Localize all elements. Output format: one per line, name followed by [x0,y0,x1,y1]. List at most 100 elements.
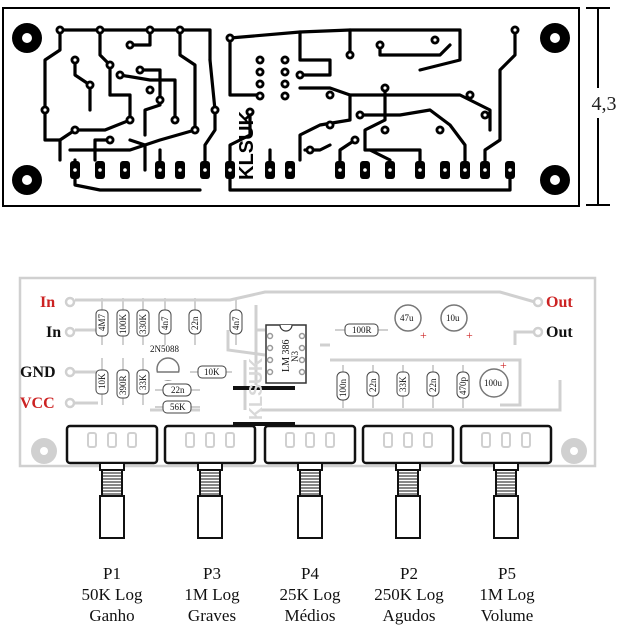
capacitor-100n: 100n [336,365,350,408]
capacitor-22n-d: 22n [426,365,440,408]
resistor-390r: 390R [116,358,130,405]
svg-text:4n7: 4n7 [160,316,170,330]
pot-value: 1M Log [479,585,535,604]
label-in-red: In [40,294,55,311]
capacitor-470p: 470p [456,365,470,408]
dimension-marker [586,7,610,206]
potentiometer-group [65,424,553,539]
pad-in-black [64,326,76,338]
pot-id: P1 [103,564,121,583]
resistor-100k: 100K [116,298,130,345]
pot-id: P5 [498,564,516,583]
label-out-black: Out [546,324,573,341]
pot-value: 50K Log [81,585,143,604]
pad-out-black [532,326,544,338]
pad-gnd [64,366,76,378]
board-logo-faint: KLSUK [246,358,266,420]
svg-text:22n: 22n [171,385,185,395]
pot-label-p2: P2 250K Log Agudos [354,563,464,626]
pot-function: Volume [480,606,534,625]
svg-text:100K: 100K [118,314,128,335]
pot-id: P4 [301,564,319,583]
pot-value: 25K Log [279,585,341,604]
capacitor-22n-b: 22n [155,383,200,397]
pcb-component-layout: KLSUK In In GND VCC Out Out 4M7 100K 330… [18,276,597,539]
potentiometer-p3 [163,424,257,539]
pot-function: Graves [187,606,237,625]
svg-text:4n7: 4n7 [231,316,241,330]
pot-label-p1: P1 50K Log Ganho [57,563,167,626]
svg-text:330K: 330K [138,314,148,335]
svg-text:22n: 22n [368,378,378,392]
svg-text:10K: 10K [204,367,220,377]
board-logo: KLSUK [236,111,258,180]
mounting-hole [561,438,587,464]
resistor-33k-b: 33K [396,365,410,408]
resistor-33k-a: 33K [136,358,150,405]
pot-label-p3: P3 1M Log Graves [157,563,267,626]
svg-text:2N5088: 2N5088 [150,344,179,354]
resistor-100r: 100R [335,323,388,337]
pot-id: P3 [203,564,221,583]
pot-function: Agudos [382,606,436,625]
ic-lm386: LM 386 N3 [265,324,307,384]
mounting-hole [540,23,570,53]
pot-value: 250K Log [374,585,444,604]
potentiometer-p4 [263,424,357,539]
pot-label-p4: P4 25K Log Médios [255,563,365,626]
capacitor-22n-c: 22n [366,365,380,408]
svg-text:33K: 33K [398,376,408,392]
svg-text:33K: 33K [138,374,148,390]
label-in-black: In [46,324,61,341]
svg-text:+: + [500,358,507,372]
capacitor-47u: 47u + [394,304,427,342]
resistor-10k-b: 10K [190,365,232,379]
pot-function: Médios [284,606,336,625]
pad-out-red [532,296,544,308]
svg-text:10K: 10K [97,373,107,389]
pot-value: 1M Log [184,585,240,604]
svg-text:N3: N3 [290,351,300,362]
svg-text:+: + [466,328,473,342]
svg-text:56K: 56K [170,402,186,412]
svg-text:22n: 22n [190,316,200,330]
label-gnd: GND [20,364,56,381]
pot-function: Ganho [89,606,135,625]
capacitor-10u: 10u + [440,304,473,342]
pad-in-red [64,296,76,308]
potentiometer-p5 [459,424,553,539]
svg-text:470p: 470p [458,377,468,396]
svg-text:100n: 100n [338,379,348,398]
capacitor-22n-a: 22n [188,298,202,345]
transistor-2n5088: 2N5088 [150,344,180,381]
svg-text:100u: 100u [484,378,503,388]
resistor-4m7: 4M7 [95,298,109,345]
dimension-label: 4,3 [592,93,617,115]
pot-id: P2 [400,564,418,583]
mounting-hole [12,23,42,53]
mounting-hole [31,438,57,464]
resistor-330k: 330K [136,298,150,345]
label-out-red: Out [546,294,573,311]
pcb-copper-layout: KLSUK 4,3 [2,7,617,207]
label-vcc: VCC [20,395,55,412]
pot-label-p5: P5 1M Log Volume [452,563,562,626]
potentiometer-p1 [65,424,159,539]
capacitor-100u: 100u + [479,358,509,398]
mounting-hole [540,165,570,195]
capacitor-4n7-b: 4n7 [229,298,243,345]
svg-text:+: + [420,328,427,342]
svg-text:10u: 10u [446,313,460,323]
svg-text:22n: 22n [428,378,438,392]
pad-vcc [64,397,76,409]
mounting-hole [12,165,42,195]
potentiometer-p2 [361,424,455,539]
svg-text:47u: 47u [400,313,414,323]
svg-text:100R: 100R [352,325,372,335]
resistor-56k: 56K [155,400,200,414]
copper-traces [43,28,517,192]
svg-text:390R: 390R [118,375,128,395]
resistor-10k-a: 10K [95,358,109,405]
svg-text:LM 386: LM 386 [281,340,292,373]
